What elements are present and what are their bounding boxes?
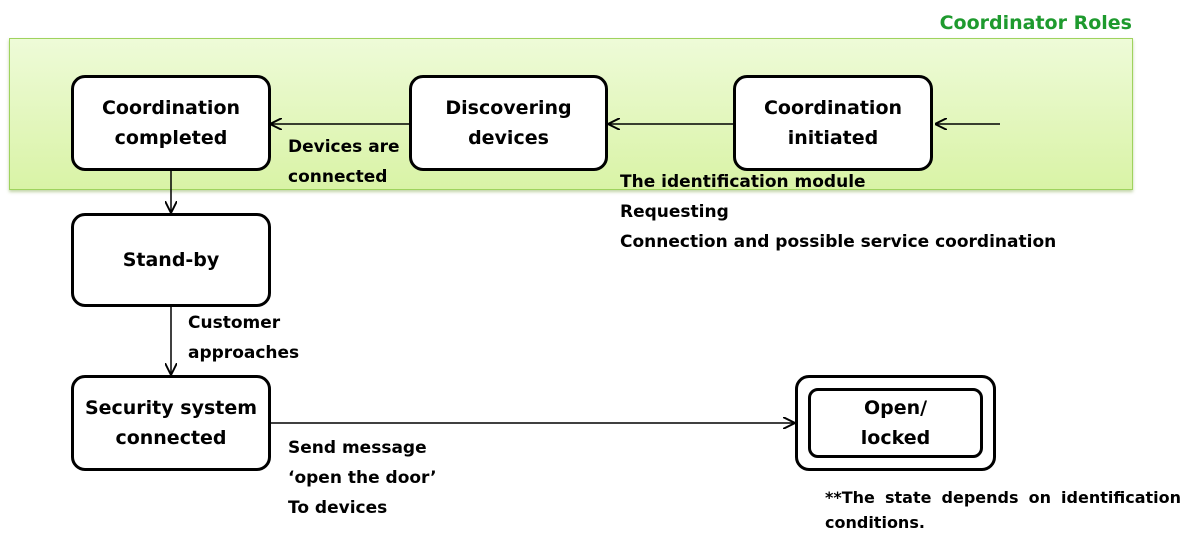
label-send-message: Send message ‘open the door’ To devices: [288, 438, 437, 518]
label-identification: The identification module Requesting Con…: [620, 172, 1057, 252]
state-open-locked: Open/ locked: [808, 388, 983, 458]
state-security-system-connected: Security system connected: [71, 375, 271, 471]
label-customer-approaches: Customer approaches: [188, 313, 300, 363]
state-coordination-completed: Coordination completed: [71, 75, 271, 171]
label-devices-connected: Devices are connected: [288, 137, 400, 187]
state-standby: Stand-by: [71, 213, 271, 307]
note-state-depends: **The state depends on identification co…: [825, 488, 1181, 532]
state-discovering-devices: Discovering devices: [409, 75, 608, 171]
state-coordination-initiated: Coordination initiated: [733, 75, 933, 171]
region-title: Coordinator Roles: [939, 12, 1132, 34]
